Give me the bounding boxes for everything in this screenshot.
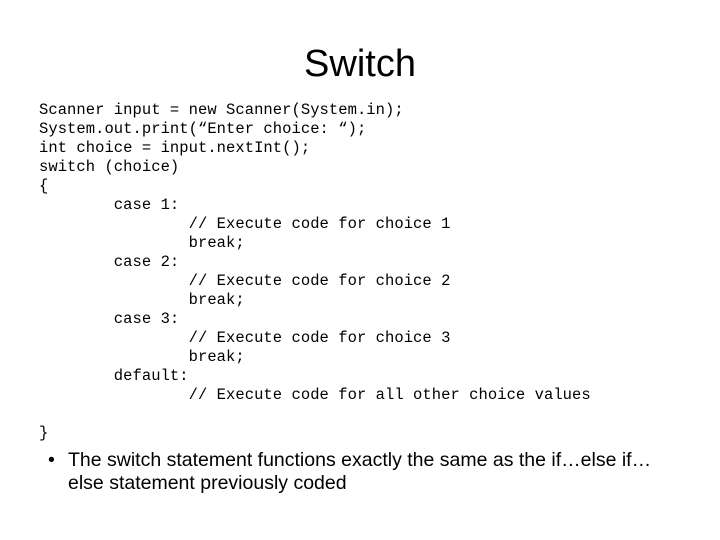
code-line: // Execute code for all other choice val… [39, 386, 591, 404]
code-line: { [39, 177, 49, 195]
code-line: default: [39, 367, 189, 385]
code-line [39, 405, 689, 424]
code-line: } [39, 424, 49, 442]
code-line: // Execute code for choice 3 [39, 329, 451, 347]
page-title: Switch [304, 43, 416, 85]
code-line: System.out.print(“Enter choice: “); [39, 120, 367, 138]
code-line: break; [39, 234, 245, 252]
code-line: case 2: [39, 253, 180, 271]
code-line: // Execute code for choice 1 [39, 215, 451, 233]
code-line: case 1: [39, 196, 180, 214]
code-block: Scanner input = new Scanner(System.in);S… [39, 101, 689, 443]
list-item: • The switch statement functions exactly … [44, 449, 664, 495]
code-line: Scanner input = new Scanner(System.in); [39, 101, 404, 119]
code-line: case 3: [39, 310, 180, 328]
code-line: int choice = input.nextInt(); [39, 139, 311, 157]
bullet-point-icon: • [48, 449, 55, 471]
bullet-list: • The switch statement functions exactly … [44, 449, 664, 495]
list-item-label: The switch statement functions exactly t… [68, 449, 652, 494]
code-line: break; [39, 348, 245, 366]
code-line: switch (choice) [39, 158, 180, 176]
code-line: break; [39, 291, 245, 309]
code-line: // Execute code for choice 2 [39, 272, 451, 290]
